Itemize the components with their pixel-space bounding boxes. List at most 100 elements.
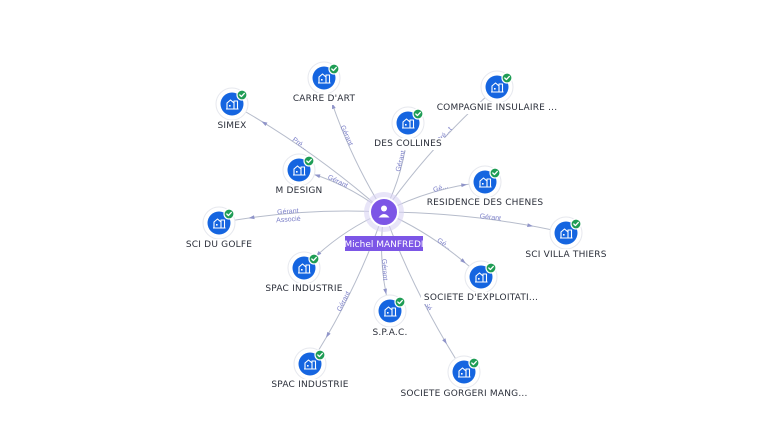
edge-arrow: [248, 215, 255, 220]
edge-line: [309, 211, 385, 365]
company-node-sci-villa-thiers[interactable]: SCI VILLA THIERS: [522, 216, 610, 261]
company-node-label-background: [289, 93, 359, 105]
building-icon: [213, 218, 226, 229]
company-node-label: DES COLLINES: [374, 139, 442, 149]
company-node-m-design[interactable]: M DESIGN: [272, 153, 326, 197]
edge-arrow: [314, 174, 321, 179]
building-icon: [458, 367, 471, 378]
company-node-societe-exploitati[interactable]: SOCIETE D'EXPLOITATI...: [420, 260, 542, 304]
building-icon: [491, 82, 504, 93]
check-badge-icon: [303, 155, 315, 167]
edge-label: Pré...: [291, 136, 309, 151]
company-node-sci-du-golfe[interactable]: SCI DU GOLFE: [182, 206, 256, 251]
check-badge-icon: [394, 296, 406, 308]
check-badge-icon: [308, 253, 320, 265]
edge-line: [231, 103, 385, 213]
edge-line: [383, 211, 567, 234]
edge-label: Gérant: [277, 208, 299, 216]
check-badge-icon: [328, 63, 340, 75]
company-node-label: SCI VILLA THIERS: [525, 250, 606, 260]
building-icon: [402, 118, 415, 129]
company-node-label: SIMEX: [218, 121, 247, 131]
center-node-circle[interactable]: [369, 197, 399, 227]
building-icon: [298, 263, 311, 274]
edge-label: Gé...: [432, 183, 449, 194]
company-node-label-background: [272, 185, 326, 197]
center-label-background: [345, 236, 423, 251]
building-icon: [560, 228, 573, 239]
building-icon: [318, 73, 331, 84]
edge-line: [383, 211, 465, 373]
company-node-label-background: [420, 292, 542, 304]
edge-arrow: [460, 258, 466, 264]
building-icon: [293, 165, 306, 176]
edge-label: Associé: [276, 216, 301, 225]
edge-label: Gérant: [380, 259, 388, 281]
company-node-label-background: [262, 283, 346, 295]
edge-label: Gérant: [326, 174, 348, 190]
company-node-compagnie-insulaire[interactable]: COMPAGNIE INSULAIRE ...: [433, 70, 561, 114]
check-badge-icon: [489, 167, 501, 179]
company-node-label: CARRE D'ART: [293, 94, 356, 104]
company-node-simex[interactable]: SIMEX: [214, 87, 250, 132]
check-badge-icon: [570, 218, 582, 230]
edge-label: Gé...: [436, 237, 453, 251]
company-node-residence-des-chenes[interactable]: RESIDENCE DES CHENES: [423, 165, 547, 209]
edge-arrow: [261, 121, 268, 126]
company-node-societe-gorgeri[interactable]: SOCIETE GORGERI MANG...: [397, 355, 531, 400]
company-node-label-background: [433, 102, 561, 114]
company-node-label-background: [182, 239, 256, 251]
check-badge-icon: [223, 208, 235, 220]
company-node-label-background: [423, 197, 547, 209]
company-node-label: M DESIGN: [276, 186, 323, 196]
company-node-label-background: [369, 327, 411, 339]
check-badge-icon: [412, 108, 424, 120]
edge-label: Gé: [422, 301, 432, 313]
building-icon: [226, 99, 239, 110]
company-node-carre-dart[interactable]: CARRE D'ART: [289, 61, 359, 105]
center-label: Michel MANFREDI: [344, 240, 423, 250]
edge-arrow: [383, 288, 387, 295]
edge-arrow: [442, 338, 447, 345]
company-node-label: SCI DU GOLFE: [186, 240, 252, 250]
company-node-label-background: [522, 249, 610, 261]
company-node-spac-industrie-1[interactable]: SPAC INDUSTRIE: [262, 251, 346, 295]
building-icon: [384, 306, 397, 317]
building-icon: [479, 177, 492, 188]
edge-societe-gorgeri: Gé: [383, 211, 465, 373]
nodes-layer: SIMEX CARRE D'ART DES COLLINES COMPAGNIE IN…: [182, 61, 610, 400]
company-node-label-background: [371, 138, 445, 150]
center-node[interactable]: Michel MANFREDI: [344, 192, 424, 251]
check-badge-icon: [501, 72, 513, 84]
company-node-label: SPAC INDUSTRIE: [271, 380, 348, 390]
company-node-label-background: [268, 379, 352, 391]
building-icon: [304, 359, 317, 370]
company-node-spac[interactable]: S.P.A.C.: [369, 294, 411, 339]
edge-label: Gérant: [395, 150, 407, 173]
edge-label: Gérant: [479, 213, 501, 222]
edge-arrow: [461, 183, 468, 188]
edge-arrow: [326, 331, 331, 338]
person-icon: [378, 205, 390, 218]
company-node-label: S.P.A.C.: [372, 328, 407, 338]
check-badge-icon: [314, 349, 326, 361]
company-node-des-collines[interactable]: DES COLLINES: [371, 106, 445, 150]
company-node-label: RESIDENCE DES CHENES: [427, 198, 544, 208]
company-node-label-background: [397, 388, 531, 400]
company-node-label: SPAC INDUSTRIE: [265, 284, 342, 294]
company-node-label: SOCIETE D'EXPLOITATI...: [424, 293, 538, 303]
edge-label: Gérant: [339, 124, 354, 146]
check-badge-icon: [485, 262, 497, 274]
building-icon: [475, 272, 488, 283]
company-node-label: SOCIETE GORGERI MANG...: [400, 389, 527, 399]
company-node-label: COMPAGNIE INSULAIRE ...: [437, 103, 558, 113]
company-node-spac-industrie-2[interactable]: SPAC INDUSTRIE: [268, 347, 352, 391]
edge-sci-villa-thiers: Gérant: [383, 211, 567, 234]
check-badge-icon: [236, 89, 248, 101]
company-node-label-background: [214, 120, 250, 132]
edge-line: [218, 210, 385, 224]
edge-arrow: [527, 223, 534, 227]
check-badge-icon: [468, 357, 480, 369]
